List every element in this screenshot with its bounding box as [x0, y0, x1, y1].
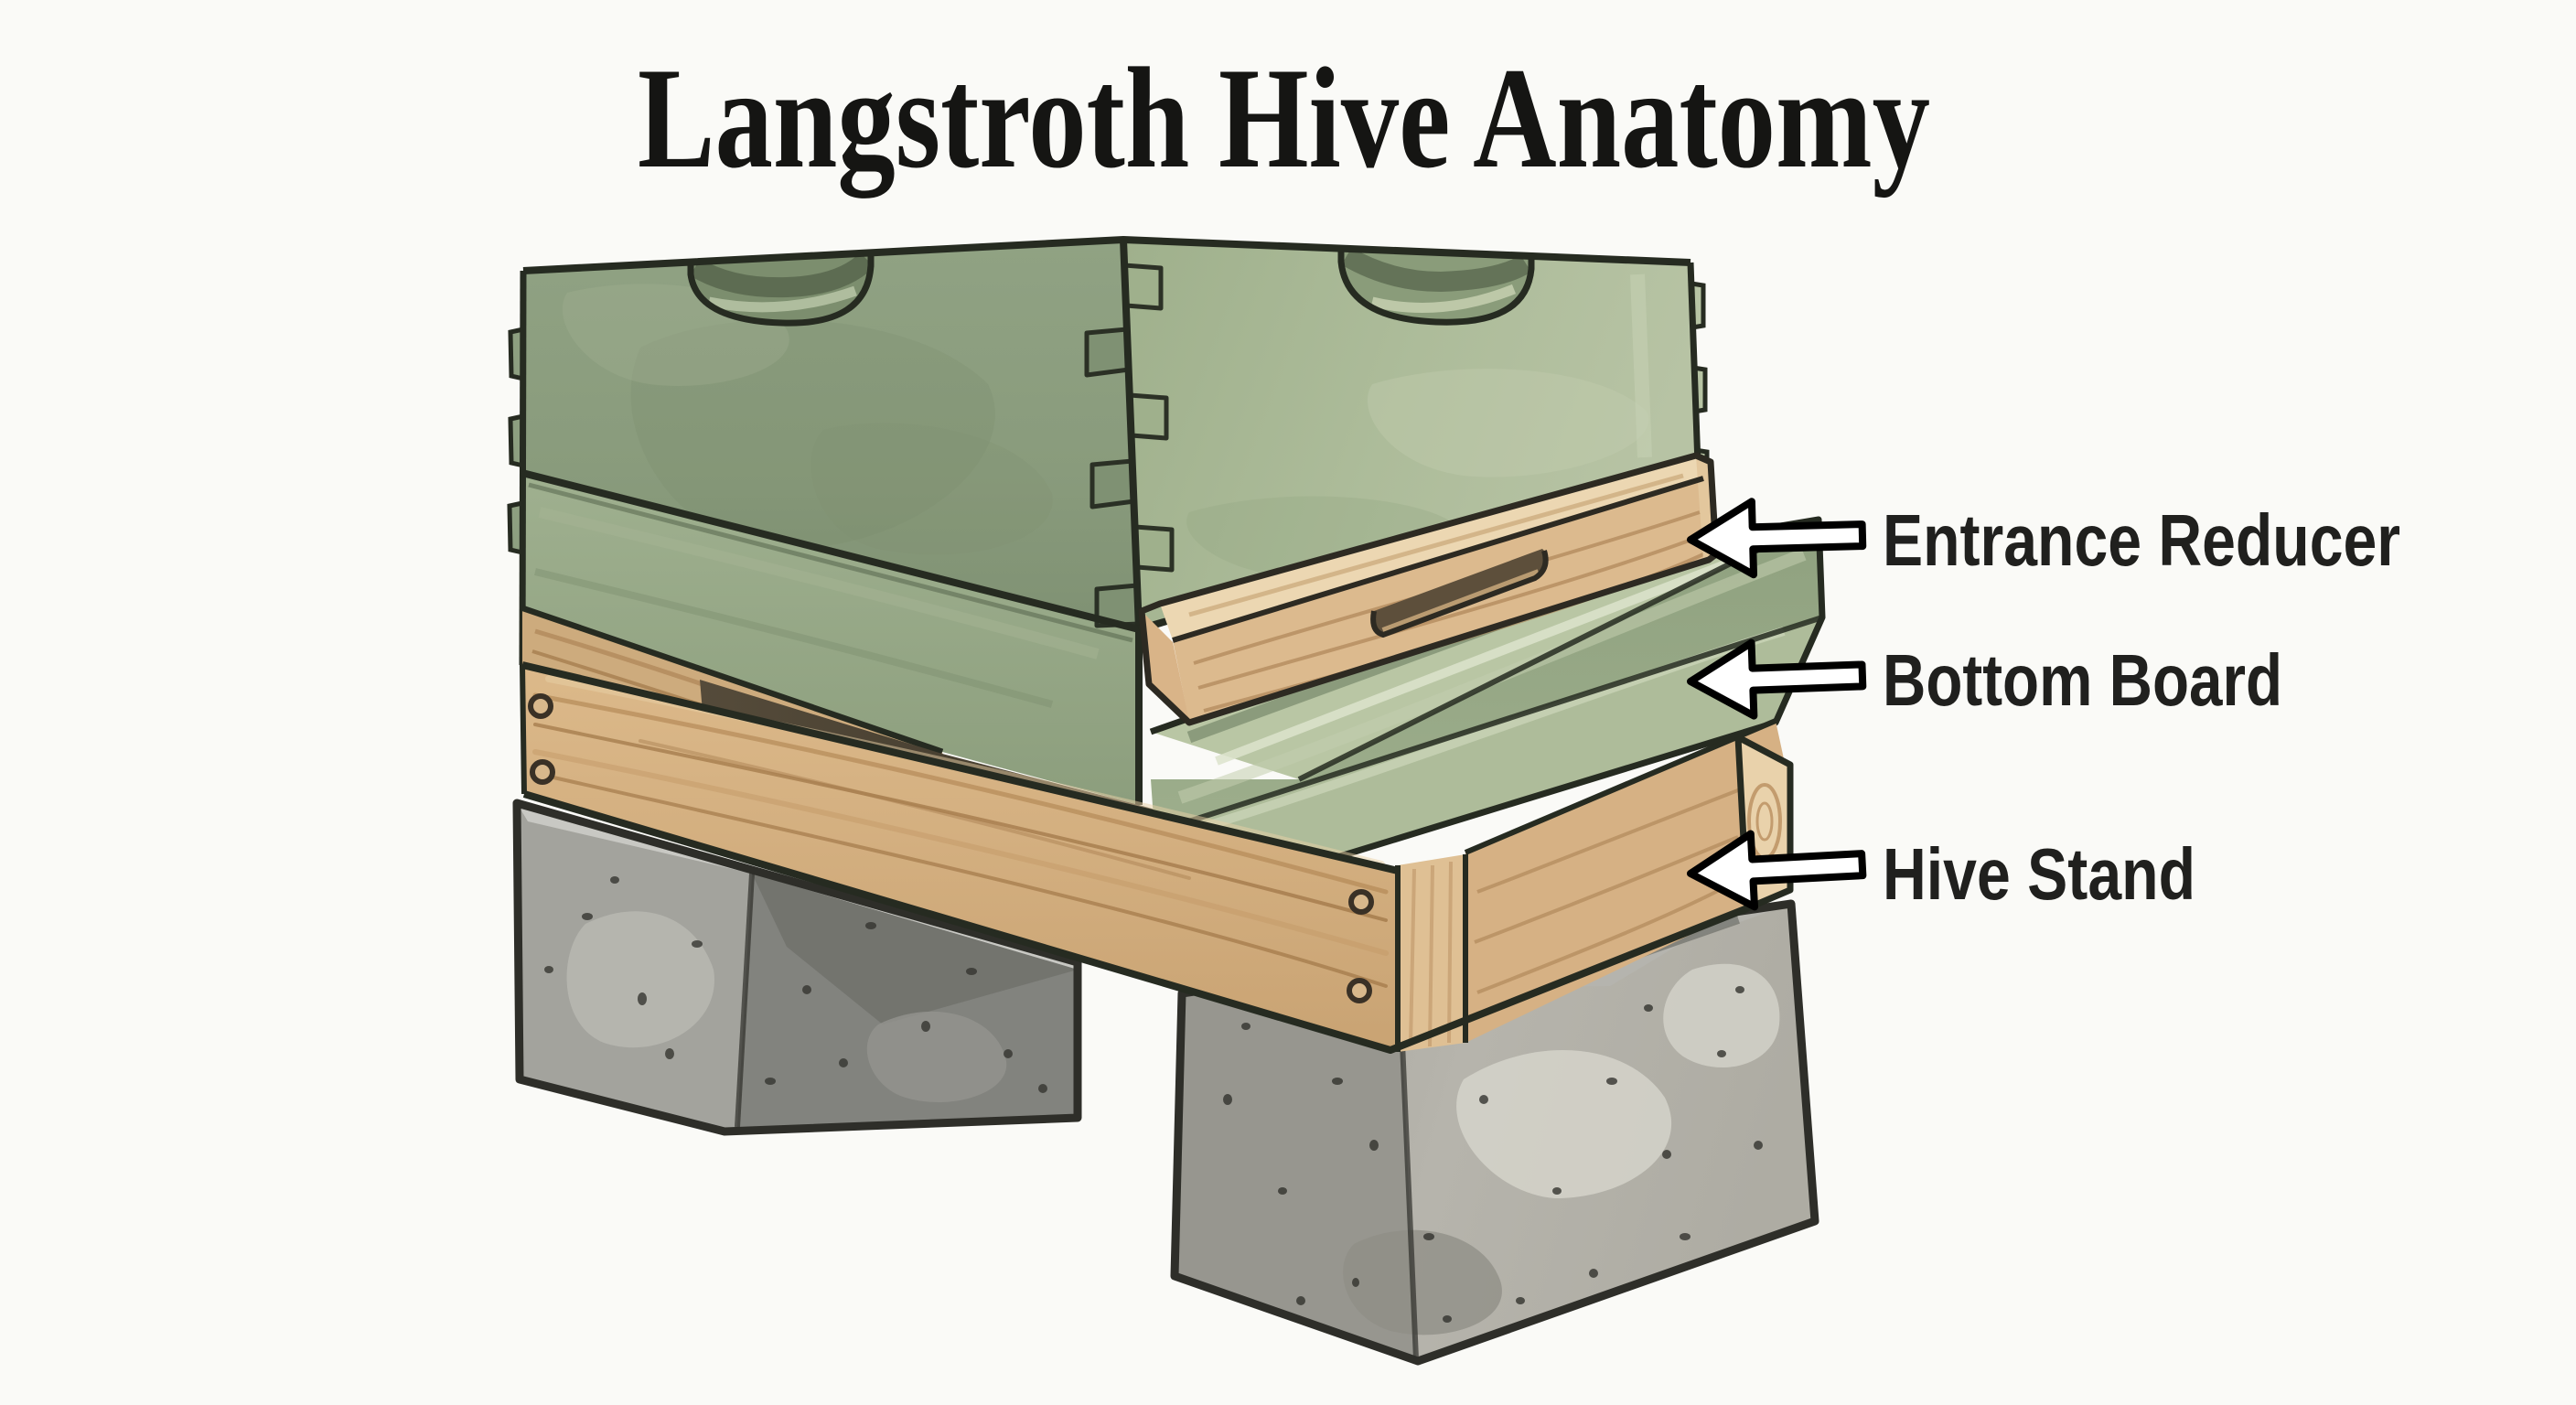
label-hive-stand: Hive Stand [1883, 833, 2195, 915]
arrow-bottom-board [1687, 638, 1867, 720]
box-joint-left-edge [507, 327, 524, 555]
stand-screws [528, 693, 1374, 1003]
page-title: Langstroth Hive Anatomy [638, 38, 1930, 198]
bottom-board [1149, 516, 1826, 874]
handhold-recess-left [687, 252, 875, 327]
callout-arrows [1687, 498, 1867, 911]
entrance-notch [1370, 549, 1549, 638]
arrow-entrance-reducer [1687, 498, 1867, 579]
arrow-hive-stand [1687, 830, 1867, 911]
concrete-block-left [512, 799, 1082, 1136]
bottom-board-left-side [522, 473, 1139, 805]
entrance-reducer [1138, 452, 1720, 726]
concrete-speckles-right [1223, 986, 1763, 1323]
label-bottom-board: Bottom Board [1883, 639, 2282, 721]
handhold-recess-right [1337, 247, 1535, 326]
hive-stand [520, 661, 1794, 1054]
label-entrance-reducer: Entrance Reducer [1883, 499, 2400, 581]
